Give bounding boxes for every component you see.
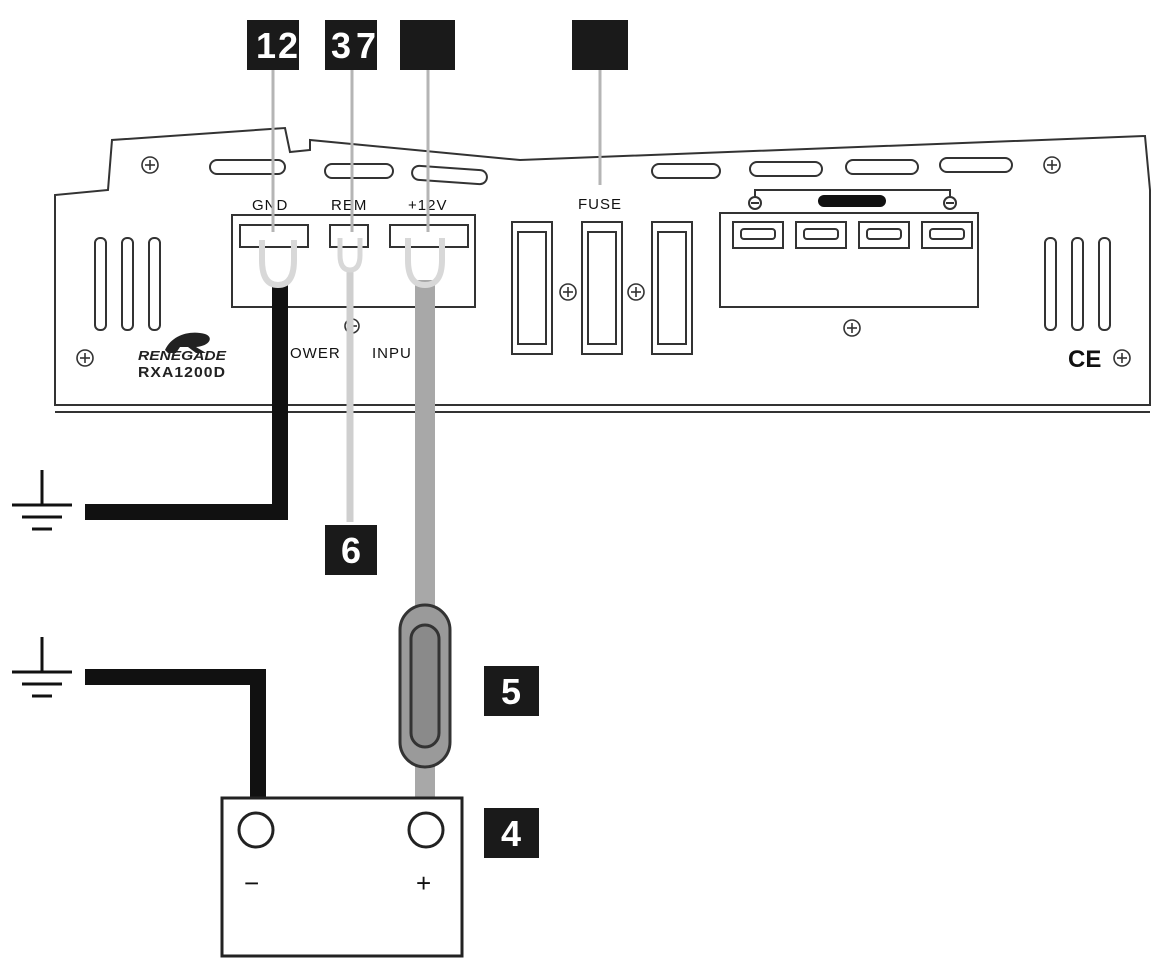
- screw-icon: [1113, 349, 1131, 367]
- screw-icon: [76, 349, 94, 367]
- badge-4: 4: [484, 808, 539, 858]
- amplifier: GND REM +12V FUSE OWER INPU RENEGADE RXA…: [54, 126, 1151, 413]
- input-text: INPU: [372, 345, 412, 362]
- badge-5-text: 5: [501, 671, 521, 712]
- battery-ground-wire: [85, 669, 266, 820]
- screw-icon: [843, 319, 861, 337]
- plus-terminal-icon: [943, 196, 957, 210]
- gnd-ring-lug: [259, 240, 297, 289]
- badge-6: 6: [325, 525, 377, 575]
- renegade-r-icon: [165, 332, 210, 353]
- plus12v-ring-lug: [405, 238, 445, 289]
- ce-mark: CE: [1068, 346, 1101, 373]
- bridge-jumper: [748, 189, 957, 210]
- inline-fuse: [398, 603, 452, 769]
- badge-1-2: 1 2: [247, 20, 299, 70]
- screw-icon: [141, 156, 159, 174]
- battery-positive-terminal: [407, 811, 445, 849]
- battery-minus-symbol: −: [244, 868, 259, 898]
- amp-ground-wire: [85, 285, 288, 520]
- battery: − +: [220, 796, 464, 958]
- badge-4-text: 4: [501, 813, 521, 854]
- badge-blank-fuse: [572, 20, 628, 70]
- screw-icon: [627, 283, 645, 301]
- badge-5: 5: [484, 666, 539, 716]
- rem-ring-lug: [337, 238, 363, 273]
- screw-icon: [559, 283, 577, 301]
- leader-lines: [271, 68, 602, 232]
- brand-name: RENEGADE: [138, 348, 226, 363]
- ground-symbol-icon: [12, 637, 72, 698]
- battery-plus-symbol: +: [416, 868, 431, 898]
- badge-3-7: 3 7: [325, 20, 377, 70]
- fuse-holders: [511, 221, 693, 355]
- power-text: OWER: [290, 345, 341, 362]
- battery-negative-terminal: [237, 811, 275, 849]
- badge-2-text: 2: [278, 25, 298, 66]
- badge-1-text: 1: [256, 25, 276, 66]
- rem-label: REM: [331, 197, 367, 214]
- badge-blank-12v: [400, 20, 455, 70]
- side-vents-left: [94, 237, 161, 331]
- speaker-terminals: [732, 221, 973, 249]
- screw-icon: [1043, 156, 1061, 174]
- model-name: RXA1200D: [138, 364, 226, 381]
- badge-6-text: 6: [341, 530, 361, 571]
- gnd-label: GND: [252, 197, 288, 214]
- top-vents: [209, 157, 1013, 186]
- badge-7-text: 7: [356, 25, 376, 66]
- ground-symbol-icon: [12, 470, 72, 531]
- fuse-label: FUSE: [578, 196, 622, 213]
- plus-terminal-icon: [748, 196, 762, 210]
- renegade-logo: RENEGADE RXA1200D: [138, 332, 226, 381]
- badge-3-text: 3: [331, 25, 351, 66]
- side-vents-right: [1044, 237, 1111, 331]
